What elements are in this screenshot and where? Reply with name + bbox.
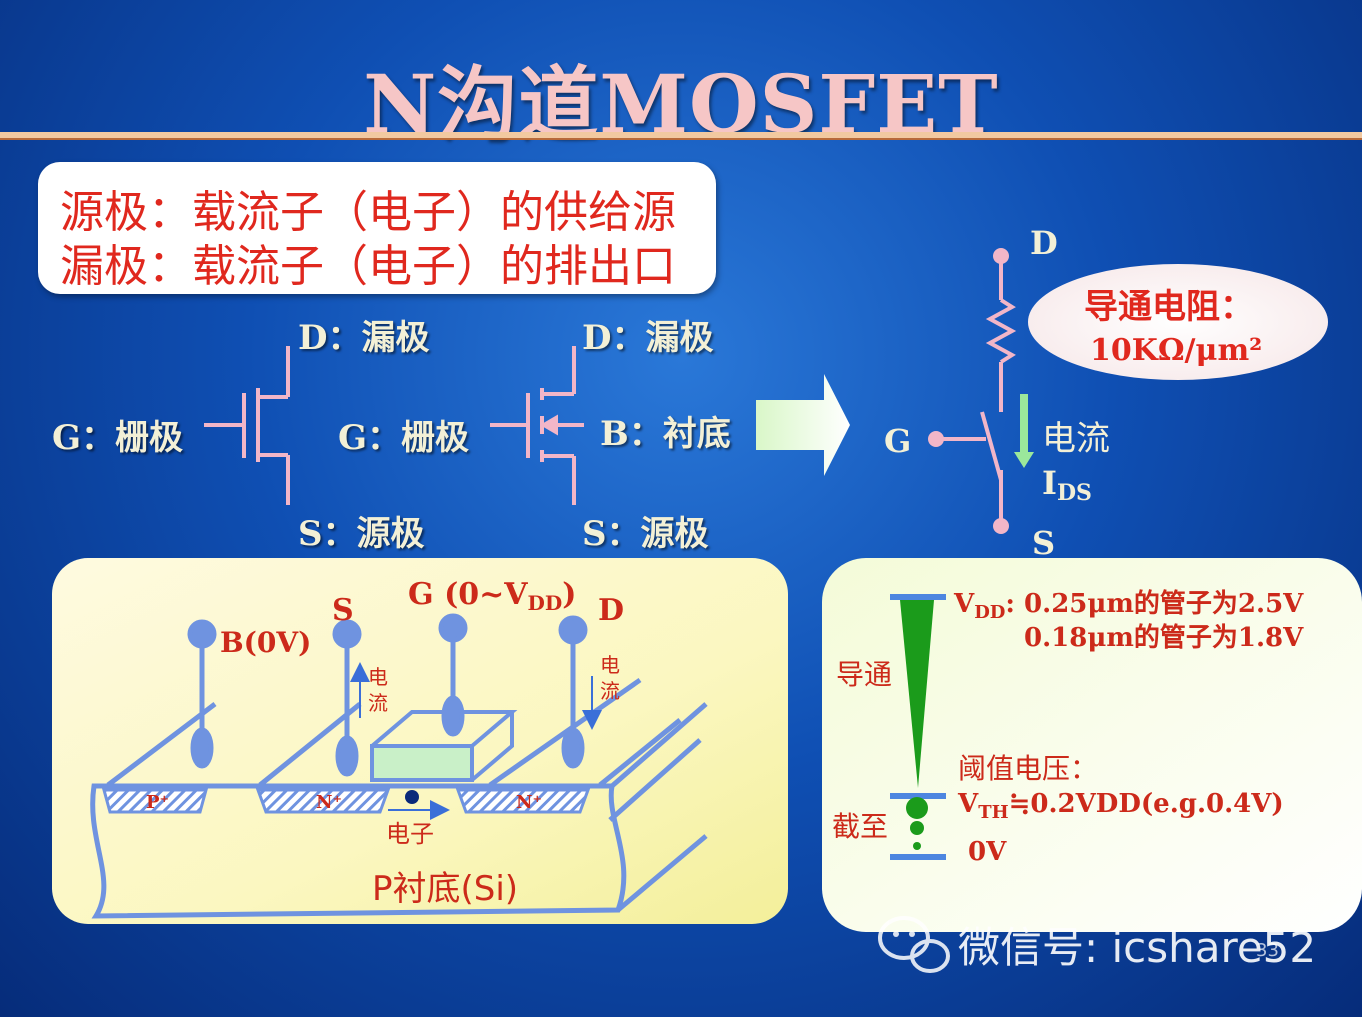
n-plus-source-region bbox=[255, 788, 391, 814]
definition-box: 源极：载流子（电子）的供给源 漏极：载流子（电子）的排出口 bbox=[38, 162, 716, 294]
n-plus-left-label: N⁺ bbox=[316, 792, 342, 813]
conduction-wedge bbox=[900, 600, 934, 788]
cutoff-dot-medium-icon bbox=[910, 821, 924, 835]
mosfet-symbol-2 bbox=[490, 346, 584, 505]
electron-dot-icon bbox=[405, 790, 419, 804]
left-current-text-2: 流 bbox=[368, 691, 388, 715]
wechat-icon bbox=[878, 916, 950, 973]
page-number: 33 bbox=[1256, 940, 1279, 961]
resistance-bubble bbox=[1028, 264, 1328, 380]
symbol2-body-label: B：衬底 bbox=[600, 414, 731, 454]
n-plus-right-label: N⁺ bbox=[516, 792, 542, 813]
source-node-icon bbox=[993, 518, 1009, 534]
drain-terminal-label: D bbox=[598, 593, 624, 628]
zero-volt-label: 0V bbox=[968, 837, 1007, 867]
right-current-text-2: 流 bbox=[600, 679, 620, 703]
switch-model bbox=[928, 248, 1034, 534]
source-definition: 源极：载流子（电子）的供给源 bbox=[60, 187, 676, 238]
threshold-label: 阈值电压： bbox=[958, 752, 1098, 785]
cross-section-panel bbox=[52, 558, 788, 924]
gate-node-icon bbox=[928, 431, 944, 447]
current-label: 电流 bbox=[1042, 419, 1110, 459]
left-current-text-1: 电 bbox=[368, 665, 388, 689]
body-terminal-label: B(0V) bbox=[220, 626, 311, 659]
substrate-label: P衬底(Si) bbox=[372, 869, 518, 909]
symbol2-gate-label: G：栅极 bbox=[338, 418, 470, 458]
mosfet-symbol-1 bbox=[204, 346, 290, 505]
vdd-line2: 0.18μm的管子为1.8V bbox=[1024, 622, 1304, 653]
p-plus-region bbox=[102, 788, 208, 814]
symbol1-source-label: S：源极 bbox=[298, 514, 425, 554]
switch-drain-label: D bbox=[1030, 224, 1058, 262]
title-divider bbox=[0, 132, 1362, 140]
symbol1-drain-label: D：漏极 bbox=[298, 318, 430, 358]
drain-node-icon bbox=[993, 248, 1009, 264]
electron-label: 电子 bbox=[386, 820, 434, 848]
p-plus-label: P⁺ bbox=[146, 792, 169, 813]
n-plus-drain-region bbox=[455, 788, 591, 814]
watermark-text: 微信号: icshare52 bbox=[958, 923, 1316, 972]
resistance-value: 10KΩ/μm² bbox=[1090, 333, 1262, 368]
terminal-pins bbox=[187, 613, 588, 777]
vth-value: VTH≒0.2VDD(e.g.0.4V) bbox=[957, 789, 1284, 823]
cross-section-structure bbox=[90, 677, 708, 919]
cutoff-dot-small-icon bbox=[913, 842, 921, 850]
right-current-text-1: 电 bbox=[600, 653, 620, 677]
vdd-line1: VDD: 0.25μm的管子为2.5V bbox=[953, 588, 1304, 623]
ids-label: IDS bbox=[1042, 464, 1092, 506]
symbol2-drain-label: D：漏极 bbox=[582, 318, 714, 358]
resistance-label: 导通电阻： bbox=[1084, 287, 1254, 327]
on-label: 导通 bbox=[836, 658, 892, 691]
source-terminal-label: S bbox=[332, 593, 354, 628]
current-arrow-icon bbox=[1014, 394, 1034, 468]
gate-block bbox=[370, 744, 474, 782]
symbol1-gate-label: G：栅极 bbox=[52, 418, 184, 458]
drain-definition: 漏极：载流子（电子）的排出口 bbox=[60, 241, 676, 292]
switch-gate-label: G bbox=[884, 422, 911, 460]
switch-source-label: S bbox=[1032, 524, 1055, 562]
gate-terminal-label: G (0~VDD) bbox=[408, 577, 576, 615]
voltage-panel bbox=[822, 558, 1362, 932]
cutoff-dot-large-icon bbox=[906, 797, 928, 819]
transform-arrow bbox=[756, 374, 850, 476]
symbol2-source-label: S：源极 bbox=[582, 514, 709, 554]
off-label: 截至 bbox=[832, 810, 888, 843]
